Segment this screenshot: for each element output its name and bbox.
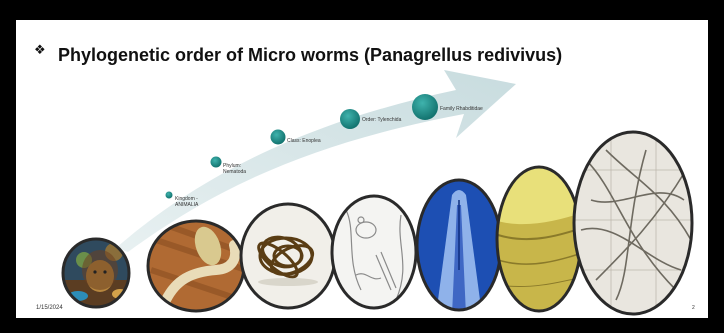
taxonomy-node-phylum bbox=[211, 157, 222, 168]
page-number: 2 bbox=[692, 305, 695, 311]
worm-sketch-image bbox=[326, 190, 426, 315]
taxonomy-label-kingdom: Kingdom -ANIMALIA bbox=[175, 196, 215, 208]
footer-date: 1/15/2024 bbox=[36, 305, 63, 311]
coiled-worms-image bbox=[236, 200, 346, 310]
taxonomy-node-order bbox=[340, 109, 360, 129]
taxonomy-label-order: Order: Tylenchida bbox=[362, 117, 422, 123]
slide-title: Phylogenetic order of Micro worms (Panag… bbox=[58, 46, 658, 65]
slide: ❖ Phylogenetic order of Micro worms (Pan… bbox=[16, 20, 708, 318]
taxonomy-node-class bbox=[271, 130, 286, 145]
worm-closeup-image bbox=[146, 220, 246, 315]
taxonomy-label-class: Class: Enoplea bbox=[287, 138, 347, 144]
taxonomy-node-kingdom bbox=[166, 192, 173, 199]
worm-cluster-micrograph-image bbox=[571, 130, 696, 318]
taxonomy-label-family: Family Rhabditidae bbox=[440, 106, 510, 112]
bullet-icon: ❖ bbox=[34, 42, 46, 58]
taxonomy-label-phylum: Phylum: Nematoda bbox=[223, 163, 257, 175]
